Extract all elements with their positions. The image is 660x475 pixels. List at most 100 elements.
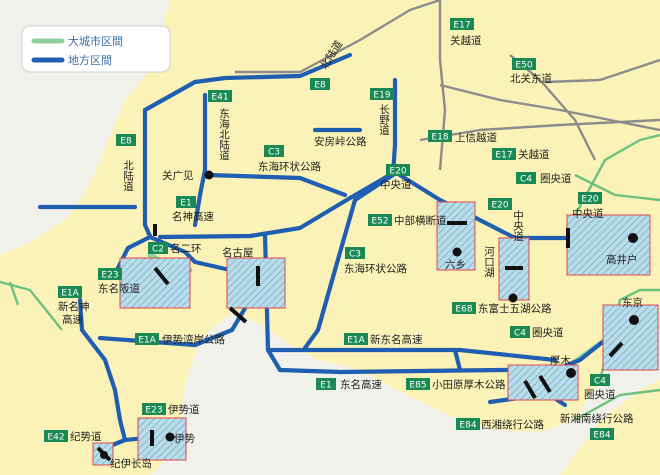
legend-label-urban: 大城市区間 [68, 34, 123, 48]
code-text: E50 [515, 61, 532, 71]
route-codes: E8 E8 E41 C3 E1 C2 E23 E1A E1A E23 E42 C… [44, 18, 614, 443]
city-dot-rokugo [452, 247, 462, 257]
legend: 大城市区間 地方区間 [21, 25, 171, 73]
code-badge: E20 [578, 192, 602, 205]
label-ken-o-s: 圈央道 [584, 388, 616, 401]
label-chuo-vertical: 中央道 [512, 209, 524, 241]
label-ken-o-north: 圈央道 [540, 172, 572, 185]
city-dot-atsugi [566, 368, 576, 378]
label-nigo: 名二环 [170, 242, 202, 255]
label-higashi-meihan: 东名阪道 [98, 282, 140, 295]
label-shin-meishin-2: 高速 [62, 313, 83, 326]
code-badge: E84 [456, 418, 480, 431]
label-kawaguchiko: 河口湖 [483, 246, 495, 278]
city-dot-kawaguchiko [508, 293, 518, 303]
code-badge: C4 [516, 172, 536, 185]
label-higashi-fuji: 东富士五湖公路 [478, 302, 552, 315]
zone-c2-nagoya-west [119, 257, 191, 309]
code-badge: C4 [510, 326, 530, 339]
junction-bar [538, 374, 552, 394]
code-text: E84 [459, 421, 476, 431]
label-atsugi: 厚木 [550, 355, 571, 367]
code-badge: E41 [208, 90, 232, 103]
code-badge: E68 [452, 302, 476, 315]
label-tokai-hokuriku: 东海北陆道 [218, 107, 230, 160]
label-ise-do: 伊势道 [168, 403, 200, 416]
code-badge: C3 [264, 145, 284, 158]
code-badge: E1 [316, 378, 336, 391]
code-text: E42 [47, 433, 64, 443]
label-joshinetsu: 上信越道 [455, 131, 497, 144]
label-kita-kanto: 北关东道 [510, 72, 552, 85]
junction-bar [228, 306, 248, 324]
city-dot-takaido [628, 233, 638, 243]
code-text: E20 [389, 167, 406, 177]
label-chuo-mid: 中央道 [380, 178, 412, 191]
label-meishin: 名神高速 [172, 210, 214, 223]
code-text: E23 [101, 271, 118, 281]
code-text: E18 [431, 133, 448, 143]
code-badge: E8 [310, 78, 330, 91]
label-nagoya: 名古屋 [222, 246, 254, 259]
code-text: E1A [347, 336, 365, 346]
label-kan-etsu-north: 关越道 [450, 34, 482, 47]
code-badge: C4 [590, 374, 610, 387]
junction-bar [523, 379, 537, 400]
code-badge: E19 [370, 88, 394, 101]
label-kii-nagashima: 纪伊长岛 [110, 457, 152, 470]
label-tokai-kanjo-center: 东海环状公路 [344, 262, 407, 275]
code-text: E20 [581, 195, 598, 205]
code-badge: E85 [406, 378, 430, 391]
label-tokyo: 东京 [622, 296, 643, 309]
code-badge: E84 [590, 428, 614, 441]
map-labels: 名神高速 名二环 名古屋 东名阪道 新名神 高速 伊势湾岸公路 伊势道 伊势 纪… [58, 34, 643, 470]
code-badge: C2 [148, 242, 168, 255]
zone-rokugo [436, 201, 476, 271]
code-text: C4 [594, 377, 606, 387]
code-badge: E17 [450, 18, 474, 31]
code-text: C4 [520, 175, 532, 185]
label-seki: 关广见 [162, 169, 194, 182]
code-badge: E23 [98, 268, 122, 281]
code-badge: E1A [344, 333, 368, 346]
code-text: E68 [455, 305, 472, 315]
city-dot-ise [165, 432, 175, 442]
label-tomei: 东名高速 [340, 378, 382, 391]
code-badge: E18 [428, 130, 452, 143]
label-shin-tomei: 新东名高速 [370, 333, 423, 346]
code-text: E41 [211, 93, 228, 103]
label-nagano: 长野道 [378, 104, 390, 136]
label-shonan: 新湘南绕行公路 [560, 412, 634, 425]
label-kan-etsu-south: 关越道 [518, 148, 550, 161]
code-text: E20 [491, 201, 508, 211]
code-badge: E20 [386, 164, 410, 177]
code-text: E84 [593, 431, 610, 441]
code-text: E8 [120, 137, 132, 147]
code-badge: C3 [345, 247, 365, 260]
label-takaido: 高井户 [606, 253, 638, 266]
code-badge: E52 [368, 214, 392, 227]
code-text: E17 [453, 21, 470, 31]
city-dots [100, 170, 639, 459]
code-text: C3 [349, 250, 361, 260]
land-area-east [560, 380, 660, 475]
label-ise-wangan: 伊势湾岸公路 [162, 333, 225, 346]
code-badge: E17 [492, 148, 516, 161]
code-badge: E1A [58, 286, 82, 299]
label-ken-o-mid: 圈央道 [532, 326, 564, 339]
city-dot-tokyo [629, 315, 639, 325]
code-badge: E50 [512, 58, 536, 71]
code-text: E19 [373, 91, 390, 101]
code-text: C2 [152, 245, 164, 255]
code-badge: E23 [142, 403, 166, 416]
junction-bar [153, 266, 170, 286]
label-tokai-kanjo-west: 东海环状公路 [258, 160, 321, 173]
label-chubu-odan: 中部横断道 [394, 214, 447, 227]
label-chuo-east: 中央道 [572, 207, 604, 220]
code-text: E85 [409, 381, 426, 391]
code-text: E1A [61, 289, 79, 299]
label-seisho: 西湘绕行公路 [481, 418, 544, 431]
zone-tokyo [602, 304, 659, 371]
zone-takaido [566, 214, 651, 276]
